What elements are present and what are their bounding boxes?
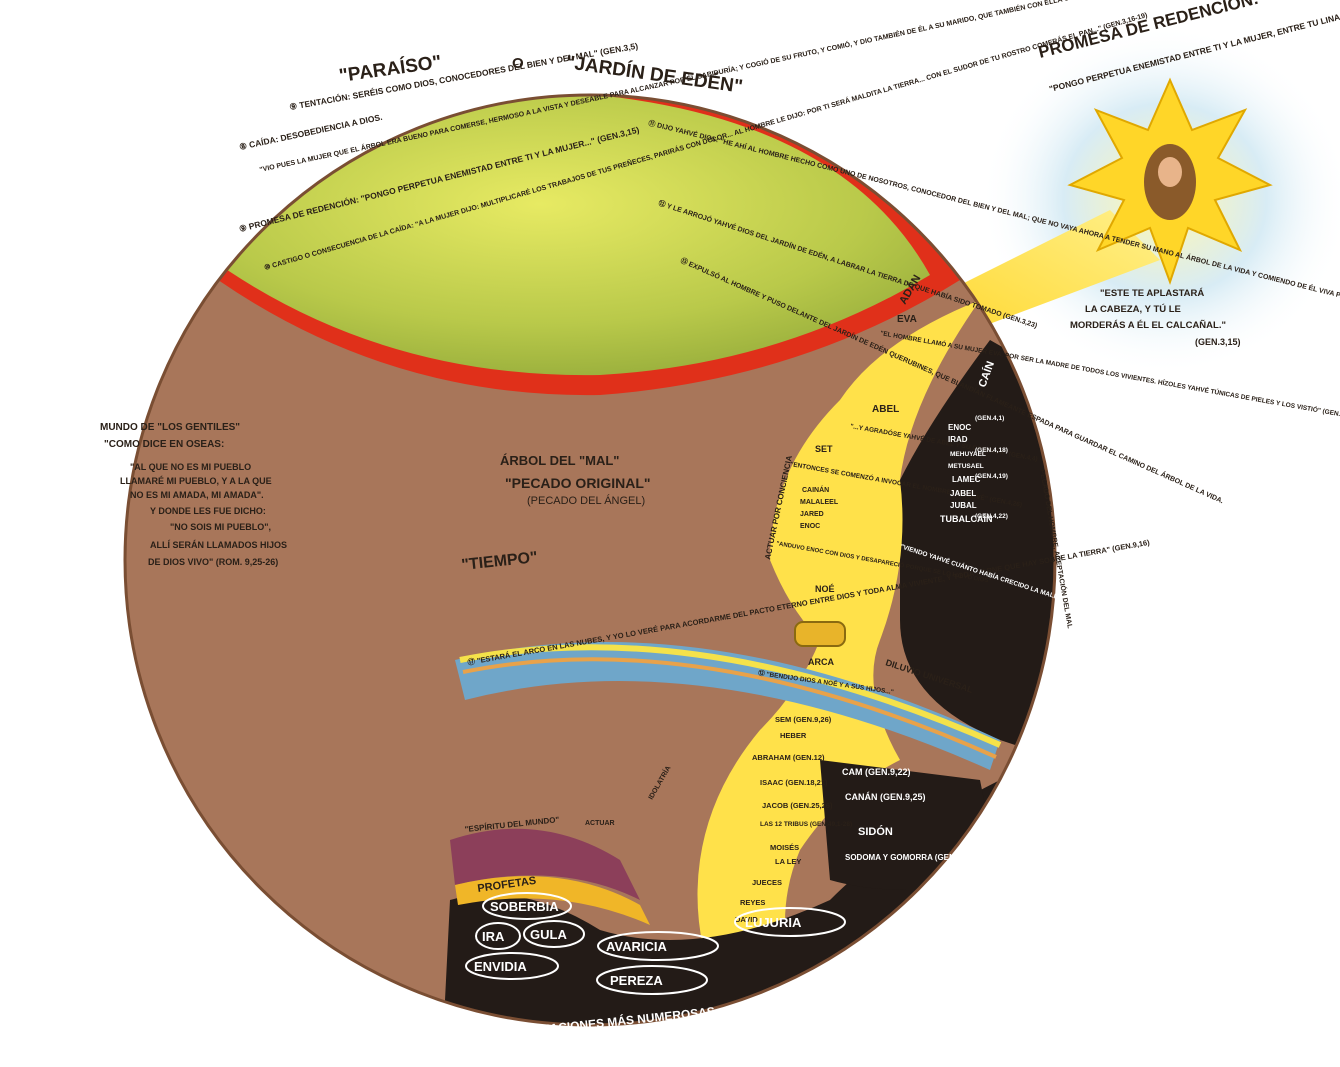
crush-ref: (GEN.3,15): [1195, 337, 1241, 347]
original-sin: "PECADO ORIGINAL": [505, 475, 651, 491]
ark-label: ARCA: [808, 657, 834, 667]
gentiles-line: DE DIOS VIVO" (ROM. 9,25-26): [148, 557, 278, 567]
heber-label: HEBER: [780, 731, 807, 740]
moses-label: MOISÉS: [770, 843, 799, 852]
cam-label: CAM (GEN.9,22): [842, 767, 911, 777]
law-label: LA LEY: [775, 857, 801, 866]
dark-name: IRAD: [948, 435, 968, 444]
gentiles-line: Y DONDE LES FUE DICHO:: [150, 506, 266, 516]
gentiles-line: ALLÍ SERÁN LLAMADOS HIJOS: [150, 540, 287, 550]
sem-label: SEM (GEN.9,26): [775, 715, 832, 724]
sin-label: PEREZA: [610, 973, 663, 988]
gentiles-line: "AL QUE NO ES MI PUEBLO: [130, 462, 251, 472]
crush-line-2: LA CABEZA, Y TÚ LE: [1085, 303, 1181, 315]
eve-label: EVA: [897, 314, 917, 325]
canaan-label: CANÁN (GEN.9,25): [845, 792, 926, 802]
sin-label: SOBERBIA: [490, 899, 559, 914]
abraham-label: ABRAHAM (GEN.12): [752, 753, 825, 762]
gentiles-line: "NO SOIS MI PUEBLO",: [170, 522, 271, 532]
footer-ref: (DEUT.7,1): [690, 1033, 730, 1042]
virgin-face-icon: [1158, 157, 1182, 187]
dark-ref: (GEN.4,19): [975, 473, 1008, 480]
angel-sin: (PECADO DEL ÁNGEL): [527, 494, 645, 507]
crush-line-3: MORDERÁS A ÉL EL CALCAÑAL.": [1070, 320, 1226, 331]
dark-name: METUSAEL: [948, 463, 984, 470]
sin-label: LUJURIA: [745, 915, 802, 930]
gentiles-heading: MUNDO DE "LOS GENTILES": [100, 422, 240, 433]
genealogy-name: MALALEEL: [800, 499, 839, 506]
dark-ref: (GEN.4,1): [975, 415, 1004, 422]
sin-label: ENVIDIA: [474, 959, 527, 974]
dark-name: JABEL: [950, 489, 976, 498]
genealogy-name: CAINÁN: [802, 485, 829, 494]
kings-label: REYES: [740, 898, 765, 907]
sidon-label: SIDÓN: [858, 825, 893, 838]
world-spirit-action: ACTUAR: [585, 820, 615, 827]
isaac-label: ISAAC (GEN.18,21): [760, 778, 828, 787]
judges-label: JUECES: [752, 878, 782, 887]
dark-name: JUBAL: [950, 501, 977, 510]
dark-ref: (GEN.4,18): [975, 447, 1008, 454]
genealogy-name: JARED: [800, 511, 824, 518]
sin-label: GULA: [530, 927, 567, 942]
seth-label: SET: [815, 444, 833, 454]
gentiles-line: NO ES MI AMADA, MI AMADA".: [130, 490, 264, 500]
sin-label: AVARICIA: [606, 939, 668, 954]
dark-name: ENOC: [948, 423, 971, 432]
crush-line-1: "ESTE TE APLASTARÁ: [1100, 288, 1204, 299]
abel-label: ABEL: [872, 404, 899, 415]
jacob-label: JACOB (GEN.25,26): [762, 801, 833, 810]
genealogy-name: ENOC: [800, 523, 820, 530]
sin-label: IRA: [482, 929, 505, 944]
evil-tree-title: ÁRBOL DEL "MAL": [500, 453, 619, 468]
gentiles-line: LLAMARÉ MI PUEBLO, Y A LA QUE: [120, 476, 272, 486]
noah-label: NOÉ: [815, 584, 835, 594]
gentiles-line: "COMO DICE EN OSEAS:: [104, 439, 224, 450]
sodom-label: SODOMA Y GOMORRA (GEN.19,28): [845, 853, 980, 862]
dark-ref: (GEN.4,22): [975, 513, 1008, 520]
tribes-label: LAS 12 TRIBUS (GEN.49,1-28): [760, 821, 852, 828]
ark-icon: [795, 622, 845, 646]
